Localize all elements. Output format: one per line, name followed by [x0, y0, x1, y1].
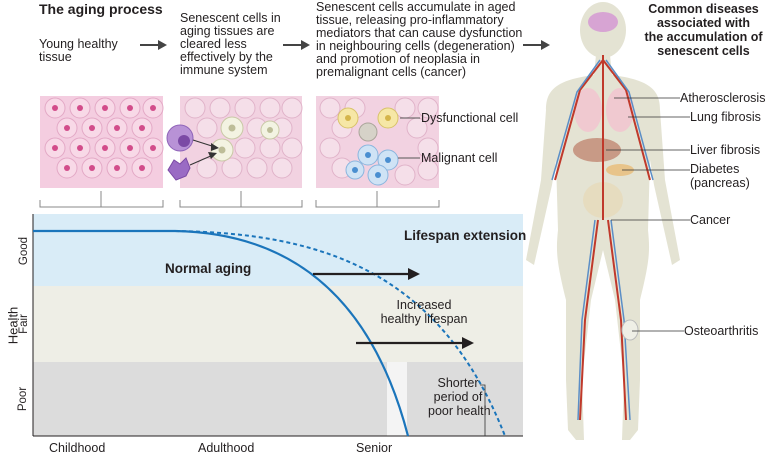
diseases-title: Common diseases associated with the accu… [644, 2, 763, 58]
human-body-figure [526, 2, 680, 440]
ytick-good: Good [18, 236, 31, 266]
lifespan-extension-curve [174, 230, 506, 437]
ytick-poor: Poor [17, 386, 30, 412]
step-young-tissue: Young healthy tissue [39, 37, 118, 64]
xtick-senior: Senior [356, 441, 393, 455]
dysfunctional-cell-label: Dysfunctional cell [421, 111, 519, 125]
normal-aging-label: Normal aging [165, 261, 252, 276]
young-tissue-image [40, 96, 164, 188]
xtick-adulthood: Adulthood [198, 441, 255, 455]
disease-diabetes: Diabetes (pancreas) [690, 162, 750, 190]
disease-lung-fibrosis: Lung fibrosis [690, 110, 761, 124]
normal-aging-curve [33, 229, 410, 437]
disease-atherosclerosis: Atherosclerosis [680, 91, 766, 105]
shorter-poor-health-label: Shorter period of poor health [428, 376, 491, 418]
increased-healthy-lifespan-label: Increased healthy lifespan [380, 298, 468, 326]
disease-liver-fibrosis: Liver fibrosis [690, 143, 761, 157]
step-senescent-cleared: Senescent cells in aging tissues are cle… [180, 11, 281, 77]
aged-tissue-image [316, 96, 439, 188]
fair-health-band [33, 286, 523, 362]
step-accumulate: Senescent cells accumulate in aged tissu… [316, 0, 523, 79]
good-health-band [33, 214, 523, 286]
disease-osteoarthritis: Osteoarthritis [684, 324, 759, 338]
poor-health-band [33, 362, 523, 436]
lifespan-extension-label: Lifespan extension [404, 228, 527, 243]
aging-process-title: The aging process [39, 1, 163, 17]
malignant-cell-label: Malignant cell [421, 151, 498, 165]
xtick-childhood: Childhood [49, 441, 106, 455]
senescent-tissue-image [166, 96, 303, 188]
disease-cancer: Cancer [690, 213, 731, 227]
ytick-fair: Fair [17, 314, 30, 334]
